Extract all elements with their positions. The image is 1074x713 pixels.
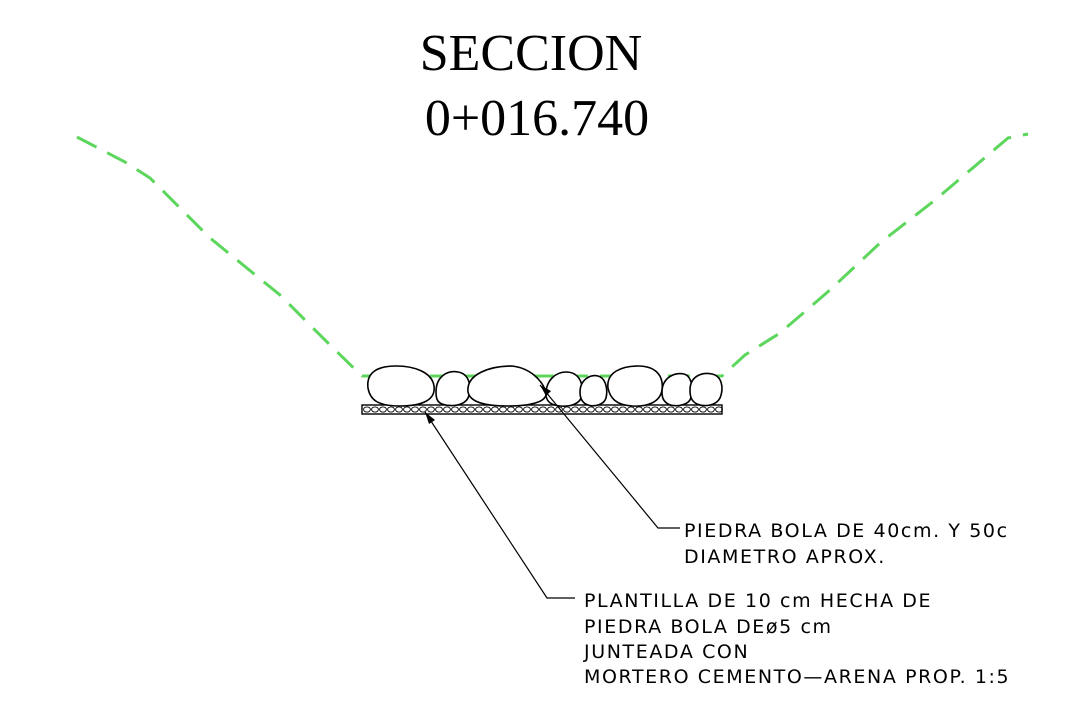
base-note-line-4: MORTERO CEMENTO—ARENA PROP. 1:5 — [584, 666, 1010, 688]
base-pebble — [395, 406, 403, 413]
section-station: 0+016.740 — [425, 90, 649, 147]
base-pebble — [603, 406, 611, 413]
base-pebble — [643, 406, 651, 413]
stone-leader-line — [539, 384, 680, 529]
base-pebble — [379, 406, 387, 413]
boulder — [367, 365, 435, 407]
base-pebble — [443, 406, 451, 413]
boulder — [689, 372, 723, 407]
base-pebble — [555, 406, 563, 413]
base-pebble — [691, 406, 699, 413]
base-pebble — [571, 406, 579, 413]
base-pebble — [547, 406, 555, 413]
base-leader-line — [424, 411, 575, 599]
base-pebble — [523, 406, 531, 413]
base-pebble — [459, 406, 467, 413]
section-title: SECCION — [420, 25, 642, 82]
base-pebble — [411, 406, 419, 413]
terrain-profile-line — [76, 132, 1029, 378]
base-pebble — [427, 406, 435, 413]
base-pebble — [499, 406, 507, 413]
boulder-row — [367, 365, 723, 407]
base-pebble — [619, 406, 627, 413]
stone-leader-arrowhead — [540, 385, 551, 396]
base-pebble — [563, 406, 571, 413]
base-layer-pebbles — [363, 406, 723, 413]
base-pebble — [675, 406, 683, 413]
base-pebble — [475, 406, 483, 413]
base-pebble — [403, 406, 411, 413]
base-pebble — [699, 406, 707, 413]
base-pebble — [507, 406, 515, 413]
stone-leader — [539, 384, 680, 529]
base-leader — [424, 411, 575, 599]
base-pebble — [611, 406, 619, 413]
base-note-line-1: PLANTILLA DE 10 cm HECHA DE — [584, 590, 932, 612]
boulder — [607, 365, 663, 407]
base-pebble — [707, 406, 715, 413]
base-pebble — [635, 406, 643, 413]
base-pebble — [451, 406, 459, 413]
boulder — [661, 372, 693, 407]
base-pebble — [387, 406, 395, 413]
base-pebble — [531, 406, 539, 413]
boulder — [579, 374, 608, 407]
base-leader-arrowhead — [425, 412, 435, 424]
stone-note-line-2: DIAMETRO APROX. — [684, 546, 886, 568]
base-pebble — [363, 406, 371, 413]
base-pebble — [587, 406, 595, 413]
base-pebble — [651, 406, 659, 413]
base-note-line-3: JUNTEADA CON — [583, 641, 749, 663]
base-pebble — [667, 406, 675, 413]
base-pebble — [435, 406, 443, 413]
base-pebble — [419, 406, 427, 413]
base-pebble — [467, 406, 475, 413]
base-pebble — [491, 406, 499, 413]
stone-note-line-1: PIEDRA BOLA DE 40cm. Y 50c — [684, 520, 1009, 542]
base-pebble — [659, 406, 667, 413]
base-pebble — [683, 406, 691, 413]
base-pebble — [595, 406, 603, 413]
base-pebble — [579, 406, 587, 413]
base-pebble — [515, 406, 523, 413]
base-pebble — [627, 406, 635, 413]
boulder — [467, 365, 547, 407]
boulder — [435, 370, 471, 407]
base-pebble — [715, 406, 723, 413]
base-pebble — [539, 406, 547, 413]
base-layer — [361, 404, 723, 415]
base-note-line-2: PIEDRA BOLA DEø5 cm — [584, 616, 833, 638]
base-pebble — [483, 406, 491, 413]
base-pebble — [371, 406, 379, 413]
